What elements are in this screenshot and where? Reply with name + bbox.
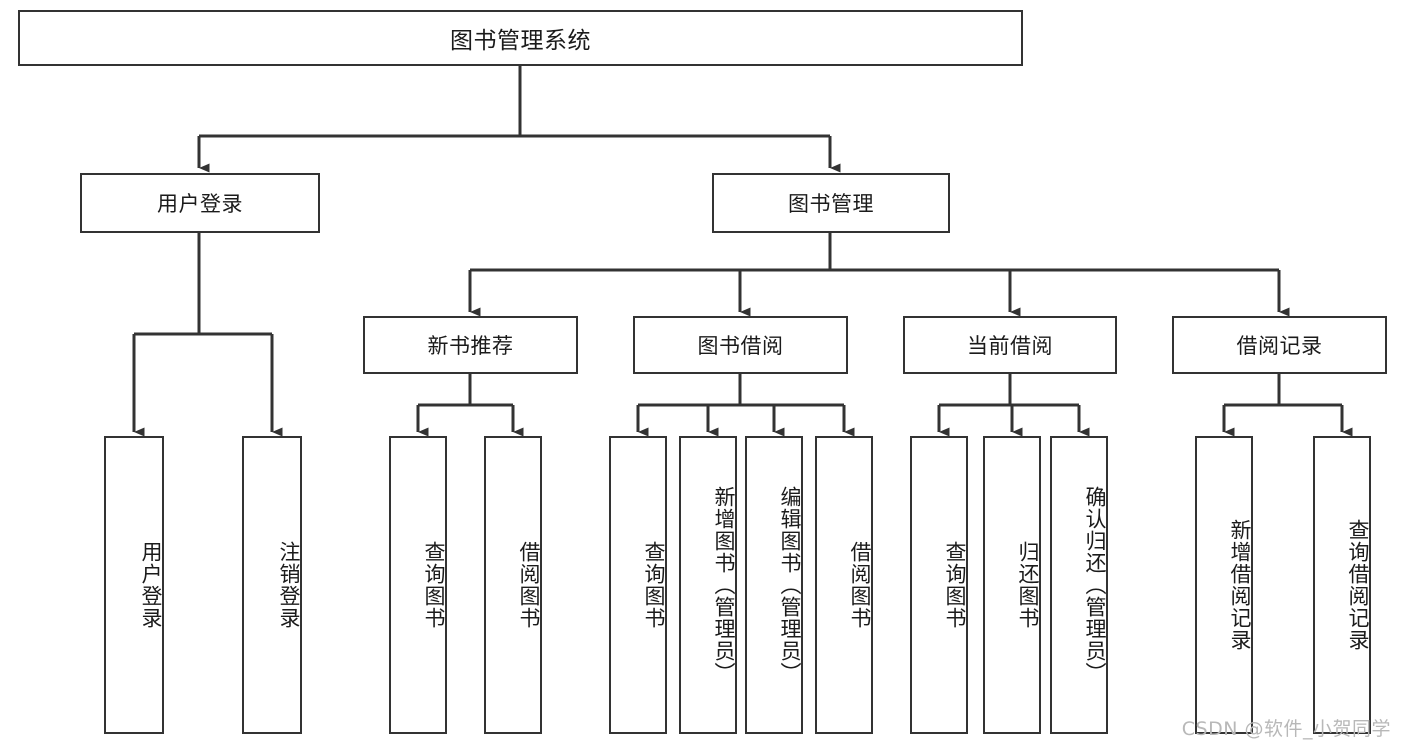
leaf-borrow-query-book[interactable]: 查询图书: [609, 436, 667, 734]
leaf-label: 编辑图书（管理员）: [778, 486, 802, 684]
leaf-label: 查询图书: [642, 541, 666, 629]
leaf-label: 新增图书（管理员）: [712, 486, 736, 684]
leaf-label: 查询借阅记录: [1346, 519, 1370, 651]
leaf-user-login-logout[interactable]: 注销登录: [242, 436, 302, 734]
node-book-management[interactable]: 图书管理: [712, 173, 950, 233]
leaf-label: 归还图书: [1016, 541, 1040, 629]
node-root-label: 图书管理系统: [450, 28, 591, 54]
leaf-label: 注销登录: [277, 541, 301, 629]
leaf-borrow-add-book-admin[interactable]: 新增图书（管理员）: [679, 436, 737, 734]
leaf-record-add-record[interactable]: 新增借阅记录: [1195, 436, 1253, 734]
leaf-current-query-book[interactable]: 查询图书: [910, 436, 968, 734]
node-root-system[interactable]: 图书管理系统: [18, 10, 1023, 66]
node-book-borrow[interactable]: 图书借阅: [633, 316, 848, 374]
node-new-book-recommend[interactable]: 新书推荐: [363, 316, 578, 374]
node-user-login[interactable]: 用户登录: [80, 173, 320, 233]
leaf-new-book-borrow[interactable]: 借阅图书: [484, 436, 542, 734]
node-borrow-record[interactable]: 借阅记录: [1172, 316, 1387, 374]
leaf-label: 借阅图书: [848, 541, 872, 629]
node-book-management-label: 图书管理: [788, 192, 874, 216]
node-new-book-recommend-label: 新书推荐: [427, 334, 514, 358]
leaf-user-login-login[interactable]: 用户登录: [104, 436, 164, 734]
node-book-borrow-label: 图书借阅: [697, 334, 784, 358]
leaf-label: 借阅图书: [517, 541, 541, 629]
watermark-text: CSDN @软件_小贺同学: [1181, 718, 1391, 740]
leaf-new-book-query[interactable]: 查询图书: [389, 436, 447, 734]
leaf-current-return-book[interactable]: 归还图书: [983, 436, 1041, 734]
leaf-label: 用户登录: [139, 541, 163, 629]
leaf-label: 确认归还（管理员）: [1083, 486, 1107, 684]
node-user-login-label: 用户登录: [157, 192, 243, 216]
leaf-label: 查询图书: [943, 541, 967, 629]
node-current-borrow[interactable]: 当前借阅: [903, 316, 1117, 374]
node-borrow-record-label: 借阅记录: [1236, 334, 1323, 358]
leaf-label: 查询图书: [422, 541, 446, 629]
leaf-record-query-record[interactable]: 查询借阅记录: [1313, 436, 1371, 734]
leaf-current-confirm-return-admin[interactable]: 确认归还（管理员）: [1050, 436, 1108, 734]
leaf-label: 新增借阅记录: [1228, 519, 1252, 651]
leaf-borrow-edit-book-admin[interactable]: 编辑图书（管理员）: [745, 436, 803, 734]
node-current-borrow-label: 当前借阅: [967, 334, 1053, 358]
leaf-borrow-borrow-book[interactable]: 借阅图书: [815, 436, 873, 734]
